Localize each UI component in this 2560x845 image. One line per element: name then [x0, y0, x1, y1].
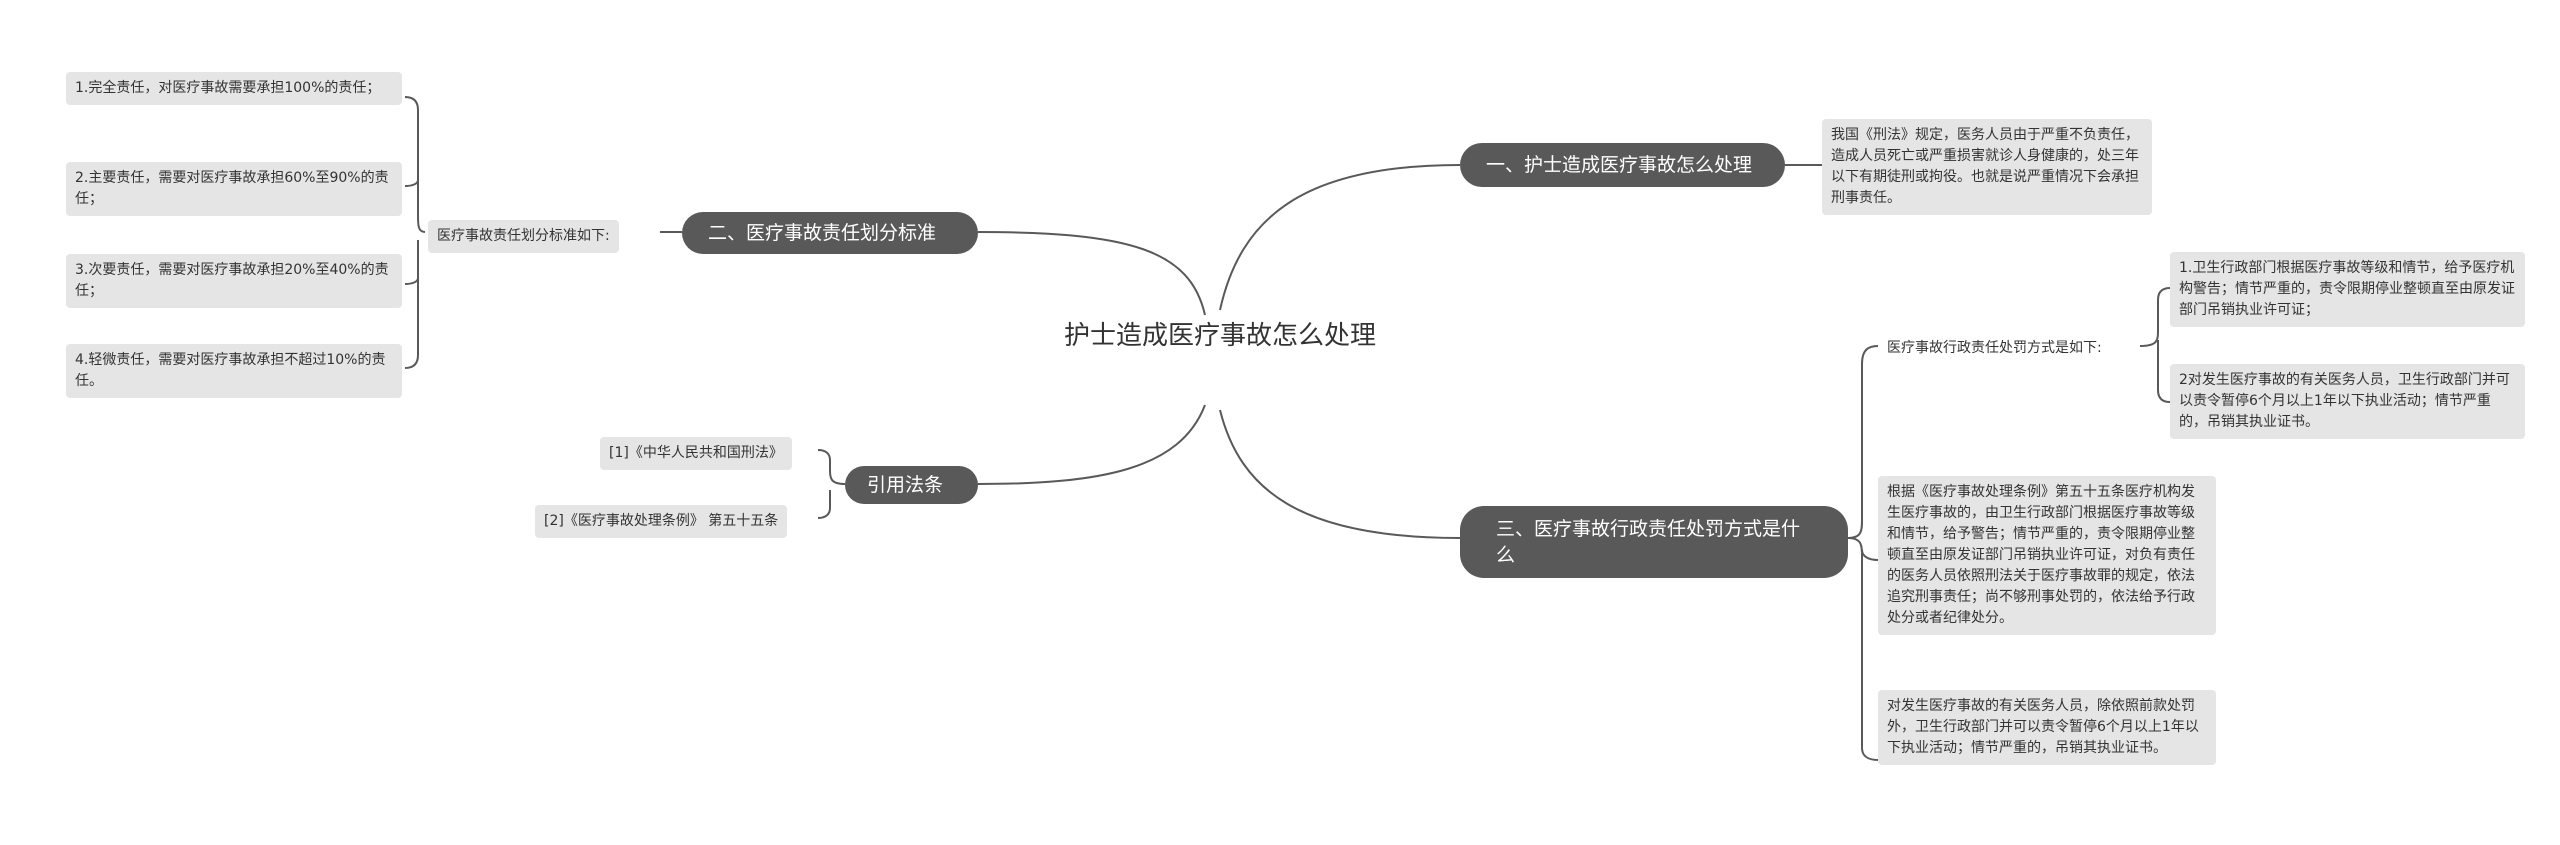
leaf-admin-penalty-2[interactable]: 2对发生医疗事故的有关医务人员，卫生行政部门并可以责令暂停6个月以上1年以下执业… [2170, 364, 2525, 439]
leaf-regulation-article-55[interactable]: 根据《医疗事故处理条例》第五十五条医疗机构发生医疗事故的，由卫生行政部门根据医疗… [1878, 476, 2216, 635]
connector-b3-detail1 [1861, 549, 1879, 561]
connector-b3-bracket-low [1847, 537, 1879, 761]
connector-root-b1 [1219, 164, 1461, 311]
leaf-liability-full[interactable]: 1.完全责任，对医疗事故需要承担100%的责任； [66, 72, 402, 105]
connector-sublabel-bracket [2139, 287, 2171, 403]
connector-root-b3 [1219, 409, 1461, 539]
connector-b3-bracket [1847, 345, 1879, 539]
branch-title: 一、护士造成医疗事故怎么处理 [1486, 154, 1753, 176]
connector-refs-bracket [817, 449, 846, 519]
leaf-ref-criminal-law[interactable]: [1]《中华人民共和国刑法》 [600, 437, 792, 470]
root-topic[interactable]: 护士造成医疗事故怎么处理 [1063, 321, 1376, 351]
branch-liability-standard[interactable]: 二、医疗事故责任划分标准 [682, 212, 978, 254]
leaf-criminal-law-detail[interactable]: 我国《刑法》规定，医务人员由于严重不负责任，造成人员死亡或严重损害就诊人身健康的… [1822, 119, 2152, 215]
connector-b2-bracket [404, 96, 426, 369]
branch-nurse-accident-handling[interactable]: 一、护士造成医疗事故怎么处理 [1460, 143, 1785, 187]
connector-root-b2 [977, 231, 1206, 316]
leaf-liability-slight[interactable]: 4.轻微责任，需要对医疗事故承担不超过10%的责任。 [66, 344, 402, 398]
leaf-liability-minor[interactable]: 3.次要责任，需要对医疗事故承担20%至40%的责任； [66, 254, 402, 308]
branch-title: 引用法条 [867, 474, 944, 496]
branch-title: 三、医疗事故行政责任处罚方式是什么 [1496, 518, 1801, 566]
connector-root-refs [977, 404, 1206, 485]
sub-label-liability-standard[interactable]: 医疗事故责任划分标准如下: [428, 220, 619, 253]
branch-title: 二、医疗事故责任划分标准 [708, 222, 937, 244]
leaf-suspension-detail[interactable]: 对发生医疗事故的有关医务人员，除依照前款处罚外，卫生行政部门并可以责令暂停6个月… [1878, 690, 2216, 765]
branch-cited-laws[interactable]: 引用法条 [845, 466, 978, 504]
leaf-ref-accident-regulation[interactable]: [2]《医疗事故处理条例》 第五十五条 [535, 505, 788, 538]
leaf-admin-penalty-1[interactable]: 1.卫生行政部门根据医疗事故等级和情节，给予医疗机构警告；情节严重的，责令限期停… [2170, 252, 2525, 327]
sub-label-admin-penalty[interactable]: 医疗事故行政责任处罚方式是如下: [1887, 340, 2102, 356]
leaf-liability-major[interactable]: 2.主要责任，需要对医疗事故承担60%至90%的责任； [66, 162, 402, 216]
branch-admin-penalty[interactable]: 三、医疗事故行政责任处罚方式是什么 [1460, 506, 1848, 578]
